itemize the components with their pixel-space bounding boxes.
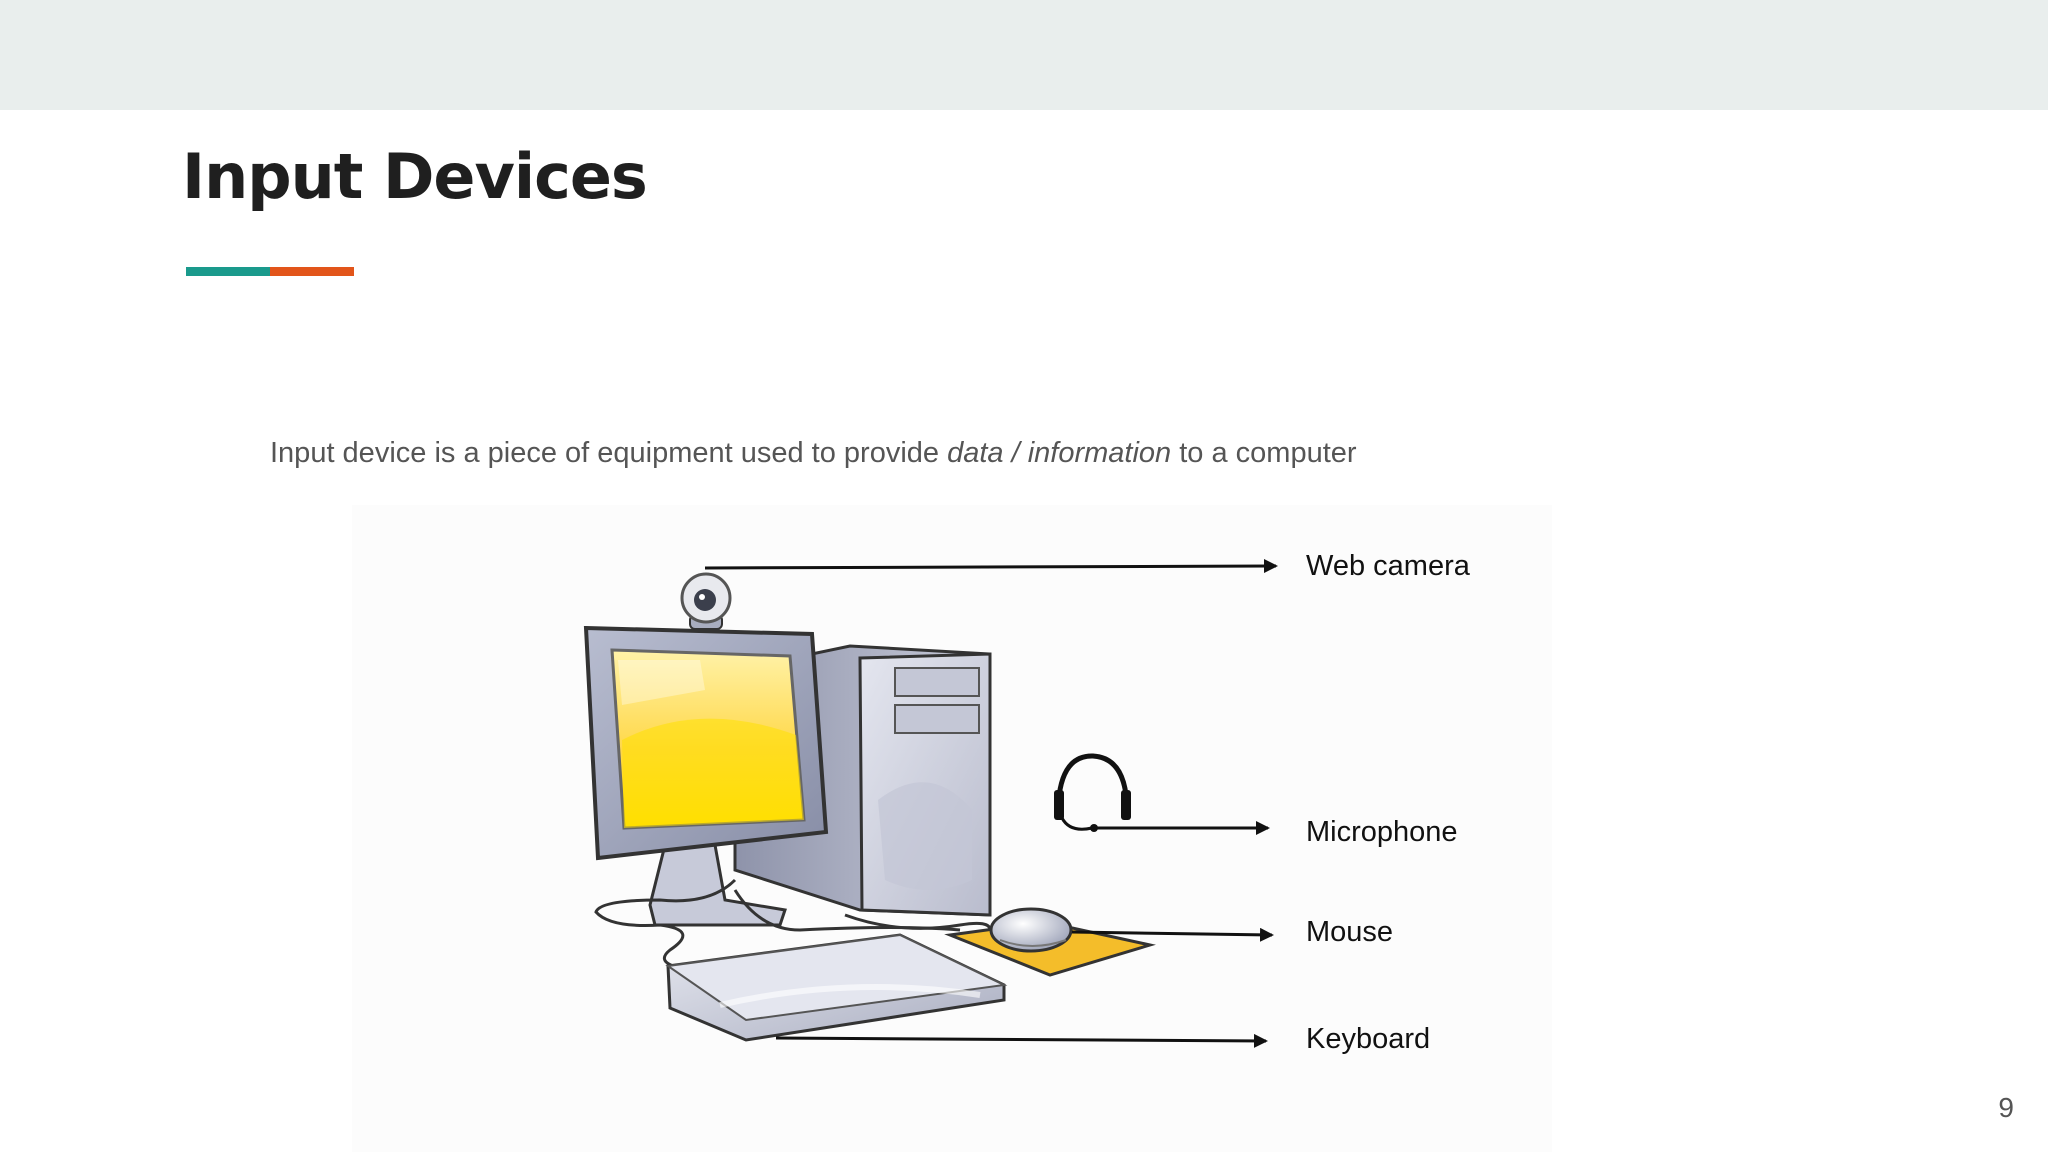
mouse-icon [991, 909, 1071, 951]
label-keyboard: Keyboard [1306, 1023, 1430, 1056]
label-web-camera: Web camera [1306, 550, 1470, 583]
monitor [586, 628, 826, 858]
keyboard-icon [668, 935, 1004, 1040]
arrow-web-camera [705, 566, 1276, 568]
label-microphone: Microphone [1306, 816, 1458, 849]
page-number: 9 [1998, 1092, 2014, 1124]
arrow-keyboard [776, 1038, 1266, 1041]
headset-microphone-icon [1054, 756, 1131, 832]
label-mouse: Mouse [1306, 916, 1393, 949]
web-camera-icon [682, 574, 730, 629]
